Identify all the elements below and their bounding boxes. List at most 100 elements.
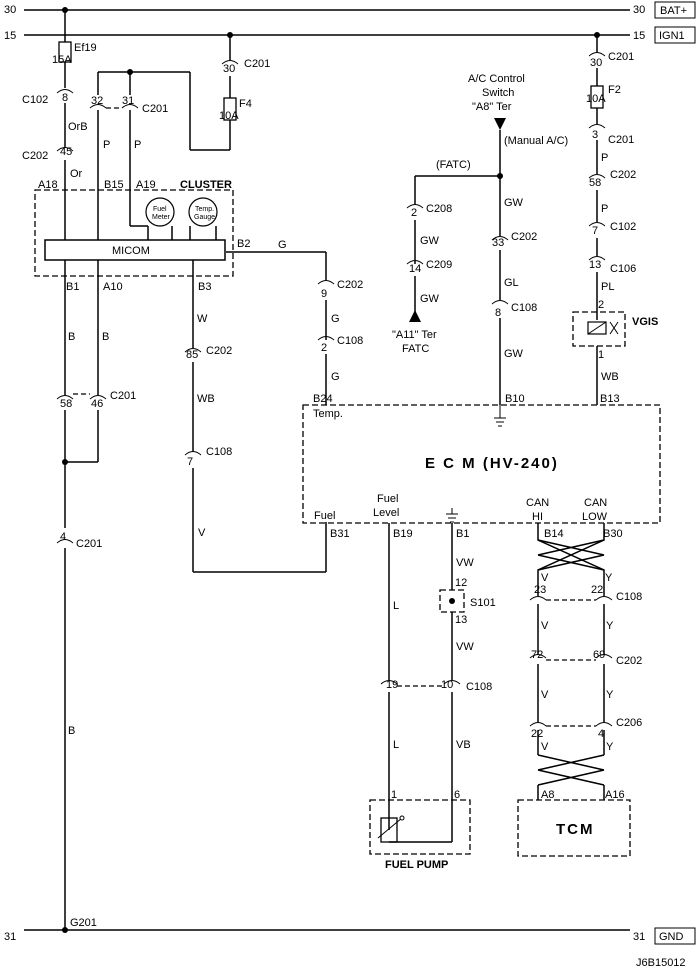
fuel-level-label-2: Level [373,507,399,519]
wire-p-2: P [601,203,608,215]
wire-y-can-3: Y [606,689,614,701]
pin-7-c108: 7 [187,456,193,468]
fuse-ef19-label: Ef19 [74,42,97,54]
pin-32: 32 [91,95,103,107]
conn-c202-can: C202 [616,655,642,667]
pin-85: 85 [186,349,198,361]
fuel-pump-circuit: L VW 12 S101 13 VW 19 10 C108 L VB 1 6 F… [369,523,496,871]
wire-w: W [197,313,208,325]
pin-8-c108: 8 [495,307,501,319]
wire-gw-1: GW [504,197,524,209]
can-bus: V Y 23 22 C108 V Y 72 69 C202 V Y 22 4 C… [529,523,642,800]
pin-12: 12 [455,577,467,589]
conn-c108-fuel: C108 [466,681,492,693]
fatc-ter-line2: FATC [402,343,429,355]
pin-b10: B10 [505,393,525,405]
tcm-title: TCM [556,821,595,838]
conn-c202-58: C202 [610,169,636,181]
pin-b30: B30 [603,528,623,540]
conn-c102-7: C102 [610,221,636,233]
conn-c201-top-left: C201 [142,103,168,115]
pin-b2: B2 [237,238,250,250]
can-hi-label-1: CAN [526,497,549,509]
wire-p-right: P [134,139,141,151]
conn-c108-can: C108 [616,591,642,603]
fuse-f4-rating: 10A [219,110,239,122]
wire-gw-4: GW [420,293,440,305]
ac-switch-line3: "A8" Ter [472,101,512,113]
pin-b24: B24 [313,393,333,405]
can-low-label-1: CAN [584,497,607,509]
pin-a19: A19 [136,179,156,191]
pin-b14: B14 [544,528,564,540]
splice-s101: S101 [470,597,496,609]
conn-c201-f4: C201 [244,58,270,70]
wire-vw-2: VW [456,641,474,653]
pin-1-fuel-pump: 1 [391,789,397,801]
cluster-title: CLUSTER [180,179,232,191]
wire-b-1: B [68,331,75,343]
pin-2-c208: 2 [411,207,417,219]
vgis-label: VGIS [632,316,658,328]
wire-gw-2: GW [504,348,524,360]
pin-45: 45 [60,146,72,158]
pin-7-c102: 7 [592,225,598,237]
pin-b1-ecm: B1 [456,528,469,540]
pin-13-c106: 13 [589,259,601,271]
pin-b31: B31 [330,528,350,540]
ecm-title: E C M (HV-240) [425,455,559,472]
pin-a8: A8 [541,789,554,801]
f4-branch: 30 C201 F4 10A [219,32,270,150]
pin-69: 69 [593,649,605,661]
pin-a10: A10 [103,281,123,293]
temp-gauge-circuit: W 85 C202 WB 7 C108 V [184,260,327,573]
pin-31: 31 [122,95,134,107]
ac-fatc-label: (FATC) [436,159,471,171]
pin-4-c206: 4 [598,728,604,740]
pin-9: 9 [321,288,327,300]
wire-v-can-3: V [541,689,549,701]
conn-c108-2: C108 [337,335,363,347]
temp-gauge [188,197,218,227]
conn-c202-33: C202 [511,231,537,243]
pin-a18: A18 [38,179,58,191]
wire-v: V [198,527,206,539]
conn-c202-9: C202 [337,279,363,291]
wire-v-can-4: V [541,741,549,753]
conn-c201-low: C201 [76,538,102,550]
pin-2-c108: 2 [321,342,327,354]
wire-l-1: L [393,600,399,612]
ign-rail-label: IGN1 [659,30,685,42]
ecm-internal-ground-icon [494,417,506,427]
ign-rail-number-left: 15 [4,30,16,42]
ecm-ground-b1-icon [446,513,458,523]
wire-g-1: G [278,239,287,251]
conn-c209: C209 [426,259,452,271]
fatc-ter-line1: "A11" Ter [392,329,437,341]
fuel-level-label-1: Fuel [377,493,398,505]
ac-switch-line2: Switch [482,87,514,99]
f2-vgis-branch: 30 C201 F2 10A 3 C201 P 58 C202 P 7 C102… [572,32,658,405]
pin-72: 72 [531,649,543,661]
tcm-module: A8 A16 TCM [517,789,631,857]
pin-6-fuel-pump: 6 [454,789,460,801]
conn-c108-8: C108 [511,302,537,314]
c201-pins-32-31: 32 31 C201 P P [89,69,230,240]
fatc-branch: 2 C208 GW 14 C209 GW "A11" Ter FATC [392,203,452,355]
vgis-solenoid-icon [587,321,607,335]
fuel-meter-gauge [145,197,175,227]
pin-1-vgis: 1 [598,349,604,361]
cluster-outputs: B B 58 46 C201 4 C201 B G201 [56,260,136,933]
diagram-code: J6B15012 [636,957,686,969]
gnd-rail-number-left: 31 [4,931,16,943]
pin-b3: B3 [198,281,211,293]
pin-a16: A16 [605,789,625,801]
wire-g-3: G [331,371,340,383]
gnd-rail: 31 31 GND [4,927,696,945]
cluster-module: CLUSTER A18 B15 A19 Fuel Meter Temp. Gau… [34,179,250,293]
pin-30-f4: 30 [223,63,235,75]
pin-13-s101: 13 [455,614,467,626]
pin-58-c201: 58 [60,398,72,410]
conn-c206: C206 [616,717,642,729]
